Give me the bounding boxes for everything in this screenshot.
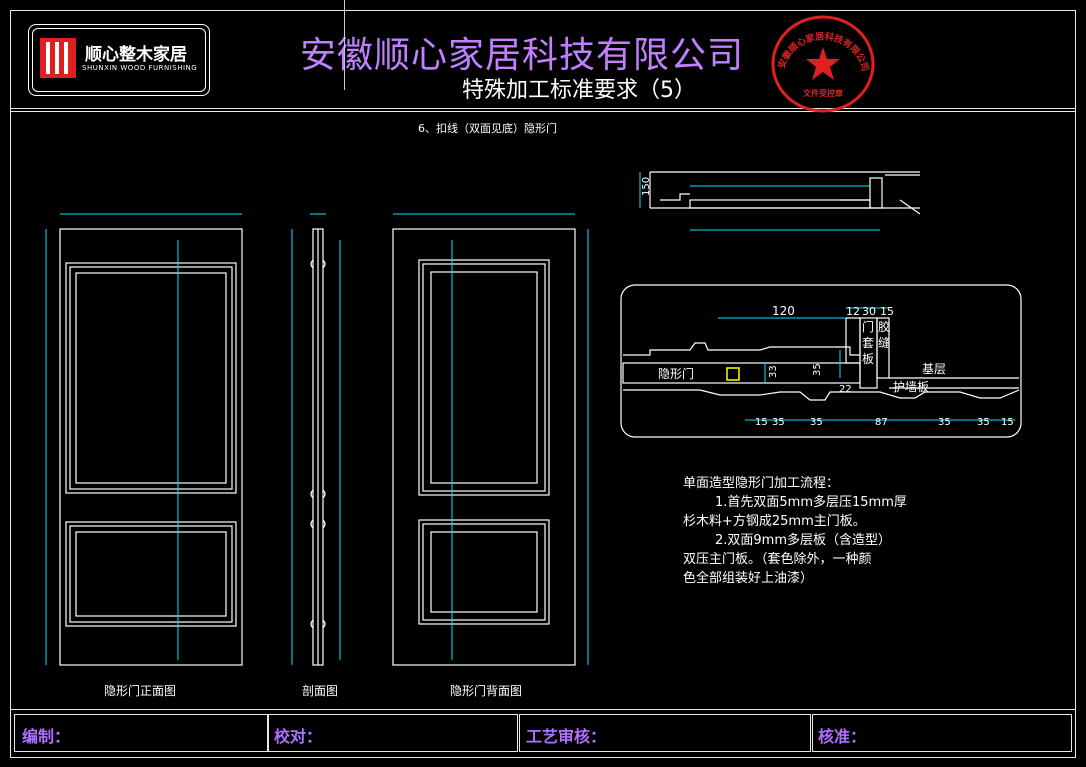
process-note-1b: 杉木料+方钢成25mm主门板。	[683, 514, 866, 529]
label-glue-1: 胶	[878, 319, 890, 334]
section-view	[310, 228, 326, 666]
back-view-label: 隐形门背面图	[450, 684, 523, 698]
stamp-bottom-text: 文件受控章	[803, 88, 843, 98]
section-view-label: 剖面图	[302, 684, 339, 698]
dim-120: 120	[772, 304, 795, 318]
dim-side-33: 33	[768, 365, 779, 378]
footer-checked-by-box	[268, 714, 518, 752]
footer-checked-by: 校对：	[274, 727, 323, 746]
front-view-label: 隐形门正面图	[104, 684, 177, 698]
title-block-border	[10, 10, 1076, 109]
logo-box	[28, 24, 210, 96]
dim-15-top: 15	[880, 305, 894, 318]
company-stamp: 安徽顺心家居科技有限公司 文件受控章	[771, 15, 875, 113]
dim-side-35: 35	[812, 363, 823, 376]
label-jamb-1: 门	[862, 319, 874, 334]
footer-approved-by: 核准：	[818, 727, 867, 746]
process-note-1: 1.首先双面5mm多层压15mm厚	[715, 495, 907, 510]
dim-12: 12	[846, 305, 860, 318]
front-view	[59, 228, 243, 666]
dim-b-6: 15	[1001, 417, 1014, 428]
section-title: 6、扣线（双面见底）隐形门	[418, 122, 557, 135]
logo-box-inner	[32, 28, 206, 92]
dim-30: 30	[862, 305, 876, 318]
logo-subtitle: SHUNXIN WOOD FURNISHING	[82, 64, 198, 72]
company-name: 安徽顺心家居科技有限公司	[300, 35, 745, 76]
footer-process-review: 工艺审核：	[526, 727, 607, 746]
logo-name: 顺心整木家居	[85, 45, 187, 65]
footer-drawn-by-box	[14, 714, 268, 752]
dim-b-0: 15	[755, 417, 768, 428]
process-note-2c: 色全部组装好上油漆）	[683, 571, 814, 586]
footer-process-review-box	[519, 714, 811, 752]
dim-22: 22	[839, 384, 852, 395]
dim-b-3: 87	[875, 417, 888, 428]
dim-b-2: 35	[810, 417, 823, 428]
cursor-crosshair	[344, 0, 345, 90]
footer-approved-by-box	[812, 714, 1072, 752]
label-base: 基层	[922, 362, 946, 376]
label-jamb-3: 板	[862, 352, 874, 366]
footer-drawn-by: 编制：	[22, 727, 71, 746]
steel-tube-marker	[726, 367, 740, 381]
label-wall-board: 护墙板	[893, 380, 929, 394]
detail-section	[622, 317, 1020, 401]
dim-b-5: 35	[977, 417, 990, 428]
label-hidden-door: 隐形门	[658, 366, 694, 381]
detail-box	[620, 284, 1022, 438]
dim-b-4: 35	[938, 417, 951, 428]
process-note-2: 2.双面9mm多层板（含造型）	[715, 533, 892, 548]
content-border	[10, 111, 1076, 710]
process-note-2b: 双压主门板。（套色除外，一种颜	[683, 552, 872, 567]
process-note-heading: 单面造型隐形门加工流程：	[683, 476, 840, 491]
sheet-title: 特殊加工标准要求（5）	[462, 78, 696, 103]
logo-mark	[40, 38, 76, 78]
plan-detail-small	[649, 171, 921, 215]
label-glue-2: 缝	[878, 335, 890, 350]
dim-150: 150	[641, 177, 652, 196]
back-view	[392, 228, 576, 666]
label-jamb-2: 套	[862, 336, 874, 350]
dim-b-1: 35	[772, 417, 785, 428]
